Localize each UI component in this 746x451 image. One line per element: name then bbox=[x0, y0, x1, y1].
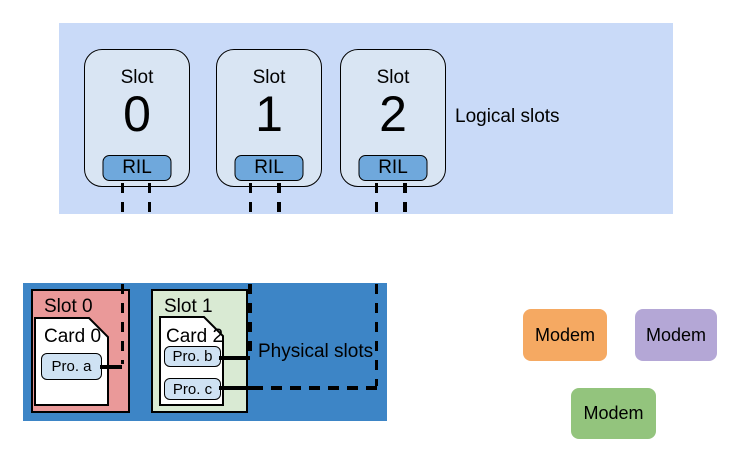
profile-b-label: Pro. b bbox=[172, 348, 213, 365]
ril-badge: RIL bbox=[358, 155, 428, 181]
slot-number: 2 bbox=[379, 86, 407, 142]
ril2-dash-left bbox=[374, 183, 378, 214]
slot-word: Slot bbox=[252, 67, 286, 88]
ril-label: RIL bbox=[378, 157, 408, 178]
connector-a-vertical bbox=[120, 284, 124, 364]
profile-c-chip: Pro. c bbox=[164, 378, 221, 400]
connector-c-vertical bbox=[374, 284, 378, 386]
connector-a-stub bbox=[100, 365, 122, 369]
connector-b-vertical bbox=[248, 284, 252, 358]
logical-slot-2: Slot 2 RIL bbox=[340, 49, 446, 187]
slot-number: 0 bbox=[123, 86, 151, 142]
modem-label: Modem bbox=[583, 403, 644, 423]
ril0-dash-right bbox=[147, 183, 151, 214]
ril-badge: RIL bbox=[234, 155, 304, 181]
modem-green: Modem bbox=[571, 388, 656, 439]
connector-c-horizontal bbox=[252, 386, 381, 390]
ril-label: RIL bbox=[122, 157, 152, 178]
profile-c-label: Pro. c bbox=[172, 380, 213, 398]
logical-slots-label: Logical slots bbox=[455, 106, 560, 127]
ril-label: RIL bbox=[254, 157, 284, 178]
profile-a-chip: Pro. a bbox=[41, 353, 102, 380]
ril2-dash-right bbox=[403, 183, 407, 214]
physical-slot-1-label: Slot 1 bbox=[164, 296, 213, 317]
logical-slot-1: Slot 1 RIL bbox=[216, 49, 322, 187]
slot-word: Slot bbox=[376, 67, 410, 88]
ril1-dash-left bbox=[248, 183, 252, 214]
modem-label: Modem bbox=[645, 324, 707, 345]
modem-purple: Modem bbox=[635, 309, 717, 361]
slot-word: Slot bbox=[120, 67, 154, 88]
connector-c-stub bbox=[219, 386, 252, 390]
profile-a-label: Pro. a bbox=[51, 358, 92, 375]
card-0-label: Card 0 bbox=[44, 326, 102, 347]
modem-orange: Modem bbox=[523, 309, 607, 361]
connector-b-stub bbox=[219, 356, 250, 360]
card-2-label: Card 2 bbox=[166, 326, 224, 347]
slot-number: 1 bbox=[255, 86, 283, 142]
logical-slot-0: Slot 0 RIL bbox=[84, 49, 190, 187]
profile-b-chip: Pro. b bbox=[164, 346, 221, 367]
physical-slots-label: Physical slots bbox=[258, 341, 374, 362]
ril1-dash-right bbox=[277, 183, 281, 214]
physical-slot-0-label: Slot 0 bbox=[44, 296, 93, 317]
modem-label: Modem bbox=[534, 324, 596, 345]
ril-badge: RIL bbox=[102, 155, 172, 181]
logical-slots-box: Slot 0 RIL Slot 1 RIL Slot 2 RIL Logical… bbox=[59, 23, 673, 214]
ril0-dash-left bbox=[120, 183, 124, 214]
